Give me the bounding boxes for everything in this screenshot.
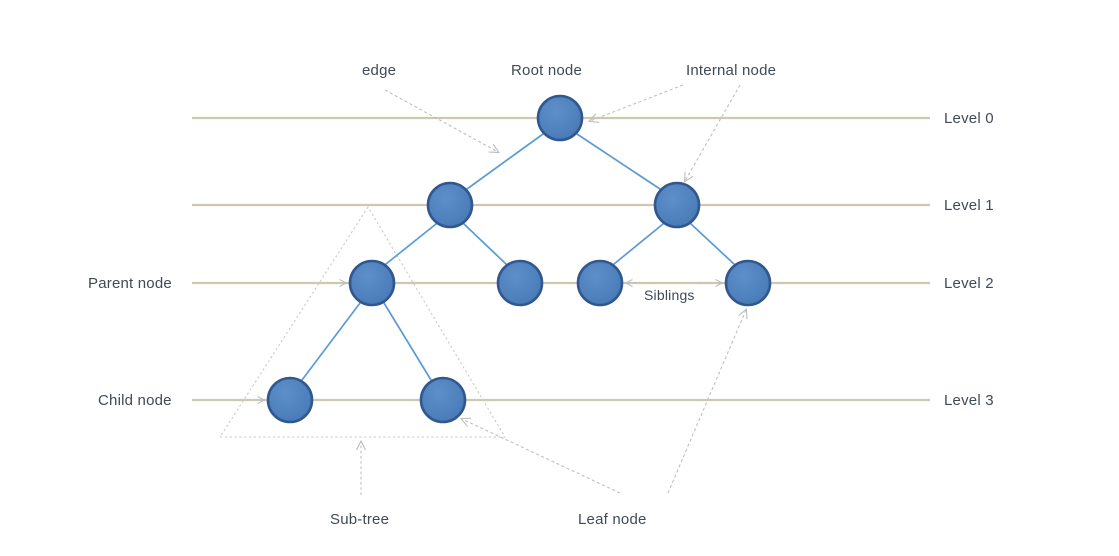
tree-edge-n2a-n3a [301, 302, 361, 381]
node-n2-a[interactable] [348, 259, 396, 307]
subtree-outline [218, 205, 506, 438]
annotation-label-edge: edge [362, 62, 397, 79]
annotation-label-siblings: Siblings [644, 287, 695, 303]
node-n2-b[interactable] [496, 259, 544, 307]
tree-nodes [266, 94, 772, 424]
node-n2-d[interactable] [724, 259, 772, 307]
node-root[interactable] [536, 94, 584, 142]
tree-edges [301, 133, 735, 381]
annotation-label-leaf-node: Leaf node [578, 511, 647, 528]
annotation-label-child-node: Child node [98, 392, 172, 409]
level-label-0: Level 0 [944, 110, 994, 127]
node-n2-c[interactable] [576, 259, 624, 307]
level-lines [192, 116, 930, 402]
annotation-arrows [192, 84, 746, 495]
tree-edge-n1left-n2a [385, 223, 437, 265]
node-n3-a[interactable] [266, 376, 314, 424]
level-label-2: Level 2 [944, 275, 994, 292]
arrow-leaf-node-to-n2d [667, 310, 746, 494]
annotation-label-root-node: Root node [511, 62, 583, 79]
tree-edge-n2a-n3b [383, 302, 432, 381]
level-label-1: Level 1 [944, 197, 994, 214]
arrow-edge [384, 89, 498, 152]
node-n3-b[interactable] [419, 376, 467, 424]
arrow-leaf-node-to-n3b [462, 419, 621, 494]
annotation-label-internal-node: Internal node [686, 62, 777, 79]
tree-edge-n1right-n2c [613, 223, 664, 265]
arrow-internal-node-to-n1right [685, 84, 741, 181]
tree-edge-n1left-n2b [463, 223, 507, 265]
node-n1-right[interactable] [653, 181, 701, 229]
annotation-label-sub-tree: Sub-tree [330, 511, 390, 528]
annotation-label-parent-node: Parent node [88, 275, 172, 292]
arrow-internal-node-to-root [590, 84, 684, 121]
tree-edge-root-n1left [466, 133, 544, 190]
tree-edge-root-n1right [576, 133, 661, 190]
tree-edge-n1right-n2d [690, 223, 735, 265]
level-label-3: Level 3 [944, 392, 994, 409]
node-n1-left[interactable] [426, 181, 474, 229]
